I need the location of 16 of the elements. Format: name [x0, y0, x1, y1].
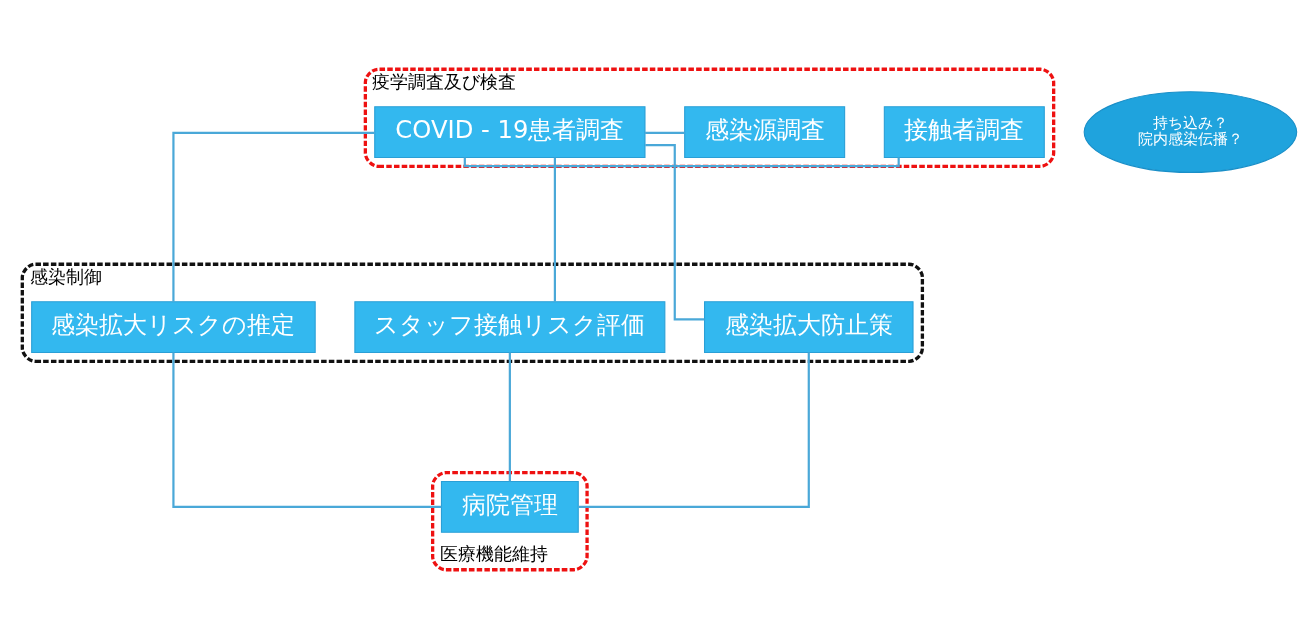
- connector: [172, 352, 442, 508]
- node-box: 病院管理: [440, 480, 579, 533]
- node-box: 感染拡大リスクの推定: [31, 301, 316, 353]
- connector: [553, 157, 556, 302]
- connector: [508, 352, 511, 482]
- connector: [578, 352, 810, 508]
- connector: [645, 144, 705, 321]
- node-ellipse: 持ち込み？ 院内感染伝播？: [1083, 91, 1298, 173]
- node-box: 感染源調査: [684, 106, 846, 159]
- node-box: COVID - 19患者調査: [374, 106, 646, 159]
- connector: [463, 157, 900, 168]
- node-box: スタッフ接触リスク評価: [354, 301, 666, 353]
- connector: [172, 131, 375, 302]
- node-box: 接触者調査: [883, 106, 1045, 159]
- connector: [645, 131, 685, 135]
- node-box: 感染拡大防止策: [704, 301, 914, 353]
